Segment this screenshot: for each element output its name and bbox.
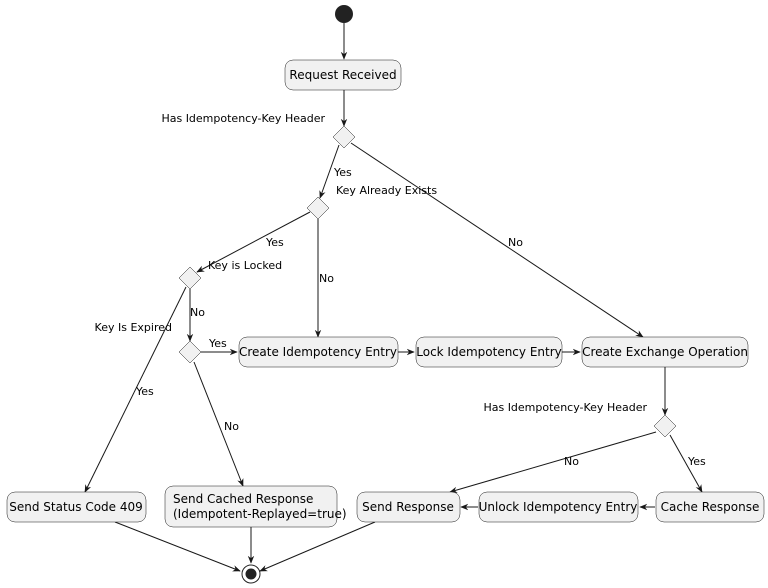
node-send-cached-label-2: (Idempotent-Replayed=true) — [173, 507, 347, 521]
edge-label-locked-yes: Yes — [135, 385, 154, 398]
end-node — [241, 564, 261, 584]
edge-label-exists-no: No — [319, 272, 334, 285]
edge-label-h2-yes: Yes — [687, 455, 706, 468]
decision-key-locked — [178, 266, 202, 290]
edge-locked-yes — [84, 286, 187, 493]
node-send-409-label: Send Status Code 409 — [9, 500, 143, 514]
edge-label-h2-no: No — [564, 455, 579, 468]
node-request-received: Request Received — [284, 59, 402, 91]
decision-key-locked-label: Key is Locked — [208, 259, 282, 272]
edge-expired-no — [193, 361, 244, 487]
edge-label-h1-yes: Yes — [333, 166, 352, 179]
node-create-exchange-operation: Create Exchange Operation — [581, 336, 749, 368]
node-create-idempotency-entry: Create Idempotency Entry — [238, 336, 399, 368]
node-send-cached-label-1: Send Cached Response — [173, 492, 313, 506]
edge-409-end — [114, 521, 241, 572]
node-unlock-entry-label: Unlock Idempotency Entry — [479, 500, 638, 514]
node-create-exchange-label: Create Exchange Operation — [582, 345, 748, 359]
node-unlock-idempotency-entry: Unlock Idempotency Entry — [479, 491, 639, 523]
decision-key-expired-label: Key Is Expired — [95, 321, 172, 334]
edge-label-h1-no: No — [508, 236, 523, 249]
edge-h1-yes — [319, 144, 340, 199]
node-send-status-409: Send Status Code 409 — [6, 491, 147, 523]
node-send-cached-response: Send Cached Response (Idempotent-Replaye… — [164, 485, 347, 528]
edge-h2-yes — [669, 434, 703, 493]
decision-key-exists-label: Key Already Exists — [336, 184, 437, 197]
edge-label-expired-no: No — [224, 420, 239, 433]
decision-has-header-1-label: Has Idempotency-Key Header — [161, 112, 325, 125]
edge-h1-no — [350, 142, 644, 338]
node-lock-idempotency-entry: Lock Idempotency Entry — [415, 336, 563, 368]
decision-has-header-2 — [653, 414, 677, 438]
start-node — [335, 5, 353, 23]
decision-has-header-1 — [332, 125, 356, 149]
decision-has-header-2-label: Has Idempotency-Key Header — [483, 401, 647, 414]
decision-key-exists — [306, 196, 330, 220]
edge-send-end — [259, 521, 376, 572]
edge-exists-yes — [196, 211, 311, 273]
node-request-received-label: Request Received — [289, 68, 396, 82]
node-create-entry-label: Create Idempotency Entry — [239, 345, 397, 359]
node-send-response: Send Response — [356, 491, 461, 523]
edge-label-exists-yes: Yes — [265, 236, 284, 249]
node-lock-entry-label: Lock Idempotency Entry — [416, 345, 562, 359]
edge-label-expired-yes: Yes — [208, 337, 227, 350]
edge-label-locked-no: No — [190, 306, 205, 319]
node-send-response-label: Send Response — [362, 500, 454, 514]
node-cache-response: Cache Response — [655, 491, 765, 523]
decision-key-expired — [178, 340, 202, 364]
node-cache-response-label: Cache Response — [661, 500, 760, 514]
edge-h2-no — [449, 431, 657, 494]
edges — [84, 23, 703, 572]
